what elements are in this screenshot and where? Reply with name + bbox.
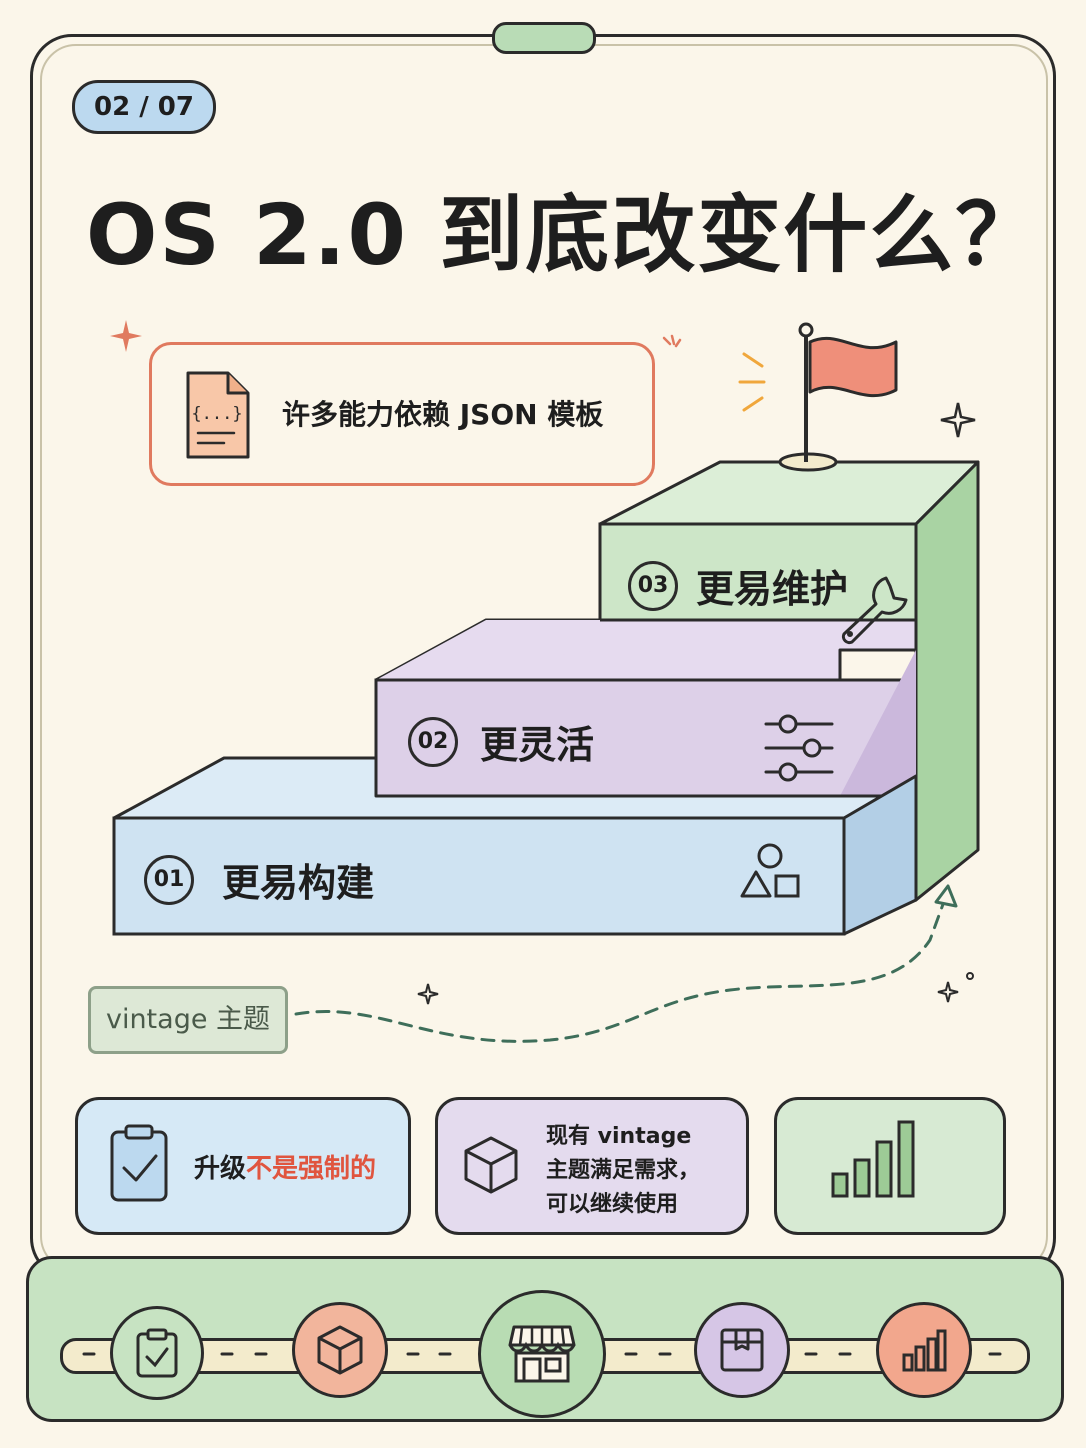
- top-handle: [492, 22, 596, 54]
- vintage-note-line: 现有 vintage: [546, 1124, 692, 1149]
- json-file-icon-text: {...}: [191, 404, 242, 424]
- step-3-number: 03: [628, 560, 678, 611]
- step-2: 02 更灵活: [408, 714, 594, 769]
- page-title: OS 2.0 到底改变什么？: [86, 186, 1042, 284]
- upgrade-note-text: 升级不是强制的: [194, 1148, 376, 1185]
- step-2-number: 02: [408, 716, 458, 767]
- step-1: 01 更易构建: [144, 852, 374, 907]
- sparkle-icon: [110, 320, 142, 352]
- storefront-icon: [508, 1325, 576, 1383]
- cube-icon: [464, 1136, 518, 1194]
- vintage-note-text: 现有 vintage 主题满足需求， 可以继续使用: [546, 1120, 700, 1222]
- nav-item-chart[interactable]: [876, 1302, 972, 1398]
- vintage-note-line: 可以继续使用: [546, 1192, 679, 1217]
- burst-lines-icon: [662, 334, 682, 348]
- json-template-label: 许多能力依赖 JSON 模板: [282, 398, 604, 431]
- burst-lines-icon: [738, 352, 766, 412]
- cube-icon: [317, 1325, 363, 1375]
- nav-item-box[interactable]: [694, 1302, 790, 1398]
- sparkle-outline-icon: [940, 402, 976, 438]
- page-badge: 02 / 07: [72, 80, 216, 134]
- info-card-vintage: 现有 vintage 主题满足需求， 可以继续使用: [435, 1097, 749, 1235]
- clipboard-check-icon: [136, 1328, 178, 1378]
- nav-item-store[interactable]: [478, 1290, 606, 1418]
- track-dashes: [82, 1352, 1002, 1356]
- bar-chart-icon: [902, 1329, 947, 1372]
- wrench-icon: [841, 576, 908, 645]
- upgrade-note-plain: 升级: [194, 1154, 247, 1184]
- step-2-label: 更灵活: [480, 723, 595, 767]
- step-1-label: 更易构建: [222, 861, 375, 905]
- shapes-icon: [740, 843, 800, 898]
- box-icon: [720, 1328, 764, 1372]
- staircase-illustration: [112, 322, 980, 936]
- sparkle-outline-icon: [417, 983, 439, 1005]
- dashed-path-arrow: [294, 884, 958, 1043]
- vintage-theme-tag: vintage 主题: [88, 986, 288, 1054]
- json-template-note: {...} 许多能力依赖 JSON 模板: [149, 342, 655, 486]
- sparkle-outline-icon: [937, 972, 974, 1003]
- step-1-number: 01: [144, 854, 194, 905]
- clipboard-check-icon: [110, 1124, 168, 1202]
- nav-item-cube[interactable]: [292, 1302, 388, 1398]
- info-card-upgrade: 升级不是强制的: [75, 1097, 411, 1235]
- vintage-note-line: 主题满足需求，: [546, 1158, 701, 1183]
- nav-item-clipboard[interactable]: [110, 1306, 204, 1400]
- step-3: 03 更易维护: [628, 558, 848, 613]
- upgrade-note-highlight: 不是强制的: [246, 1154, 377, 1184]
- sliders-icon: [764, 714, 834, 782]
- step-3-label: 更易维护: [696, 567, 849, 611]
- bar-chart-icon: [831, 1120, 915, 1198]
- info-card-chart: [774, 1097, 1006, 1235]
- json-file-icon: {...}: [186, 371, 250, 459]
